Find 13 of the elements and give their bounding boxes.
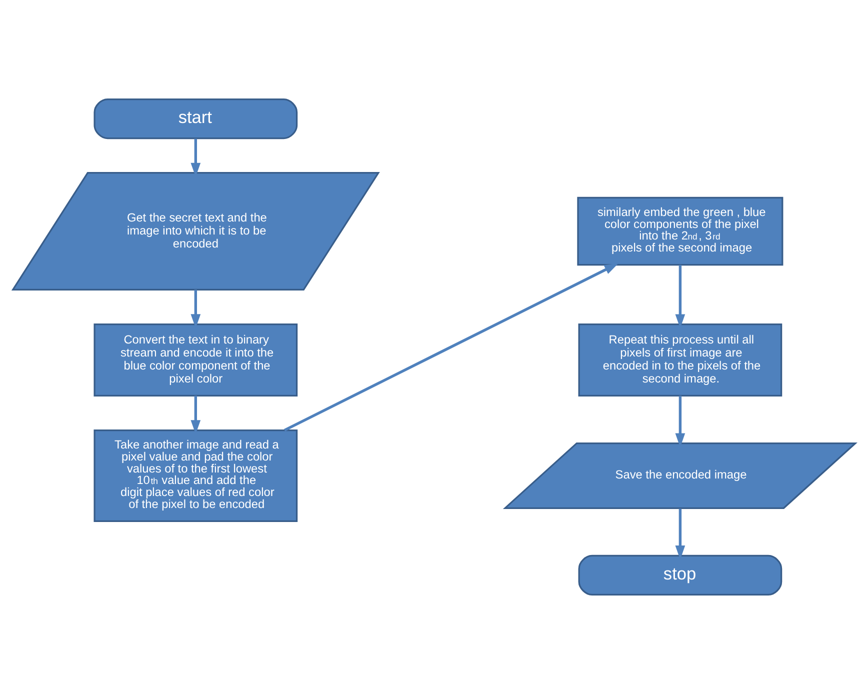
arrow	[675, 264, 686, 328]
node-box: stop	[578, 554, 782, 595]
node-box: similarly embed the green , blue color components of the pixel into the 2nd, 3rd pixels of the second image	[577, 196, 784, 266]
node-box: Take another image and read a pixel value and pad the color values of to the first lowest 10th value and add the digit place values of red color of the pixel to be encoded	[94, 428, 298, 522]
arrow	[190, 138, 201, 176]
node-box: Convert the text in to binary stream and encode it into the blue color component of the pixel color	[94, 322, 298, 396]
arrow	[190, 395, 201, 434]
arrow	[675, 395, 686, 447]
node-box: Repeat this process until all pixels of first image are encoded in to the pixels of the second image.	[578, 322, 782, 396]
arrow	[675, 508, 686, 560]
arrow	[284, 262, 618, 431]
arrow	[190, 289, 201, 328]
node-box: start	[94, 98, 298, 139]
